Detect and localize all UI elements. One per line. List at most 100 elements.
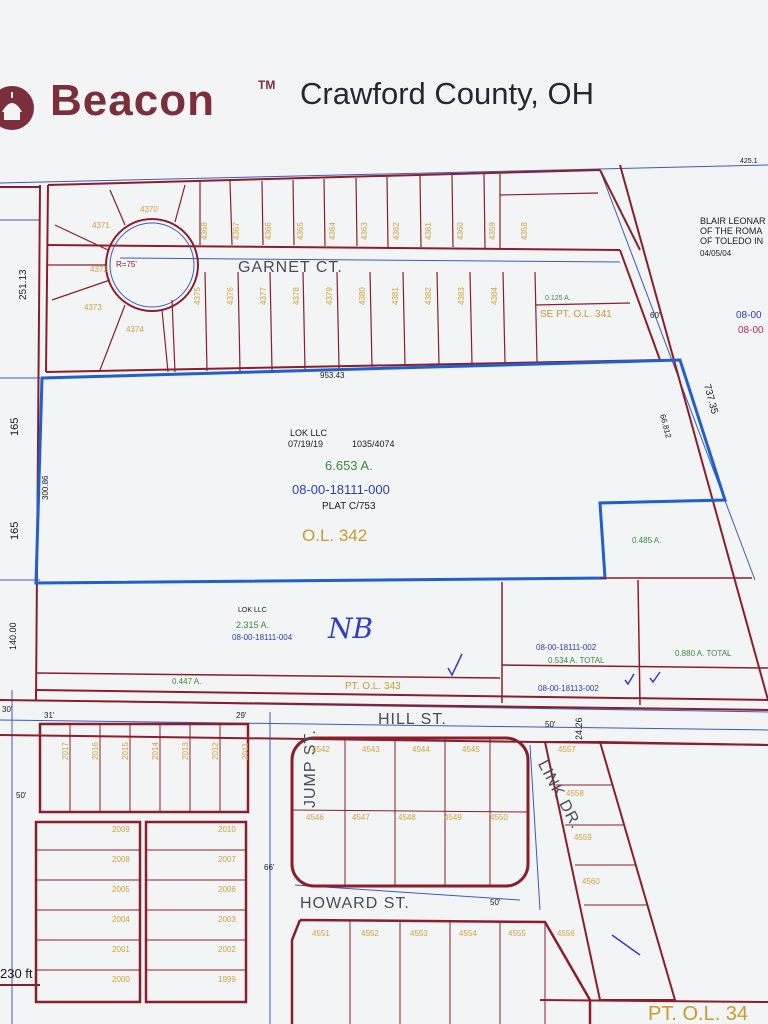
lot-number-west-a: 2000	[112, 975, 130, 984]
dim-howard-50: 50'	[490, 898, 501, 907]
south-parcel-id: 08-00-18111-004	[232, 633, 293, 642]
main-outlot: O.L. 342	[302, 526, 367, 545]
lot-number-north-bottom: 4380	[358, 287, 367, 305]
neighbor-line2: OF THE ROMA	[700, 226, 762, 236]
main-parcel-id: 08-00-18111-000	[292, 482, 390, 497]
lot-number-north-top: 4359	[488, 222, 497, 240]
lot-number-north-bottom: 4376	[226, 287, 235, 305]
main-date: 07/19/19	[288, 439, 323, 449]
lot-number-west-a: 2005	[112, 885, 130, 894]
lot-number-west-a: 2008	[112, 855, 130, 864]
east-parcel-lines	[35, 577, 768, 706]
dim-radius: R=75'	[116, 260, 137, 269]
dim-top-left-31: 31'	[44, 711, 55, 720]
lot-number-north-top: 4364	[328, 222, 337, 240]
lot-number-west-b: 2006	[218, 885, 236, 894]
se-small-acreage: 0.125 A.	[545, 295, 571, 302]
neighbor-line1: BLAIR LEONAR	[700, 216, 766, 226]
lot-number-north-top: 4358	[520, 222, 529, 240]
lot-number-north-bottom: 4375	[193, 287, 202, 305]
lot-number-north-bottom: 4377	[259, 287, 268, 305]
lot-number-ring: 4371	[92, 221, 110, 230]
east-strip-block	[543, 741, 677, 1001]
lot-number-ring: 4374	[126, 325, 144, 334]
lot-number-north-bottom: 4383	[457, 287, 466, 305]
trademark-mark: TM	[258, 78, 276, 92]
lot-number-west-b: 2010	[218, 825, 236, 834]
dim-top-left-30: 30'	[2, 705, 13, 714]
pt-ol-34-label: PT. O.L. 34	[648, 1003, 748, 1024]
lot-number-hill-block: 2014	[151, 742, 160, 760]
dim-top-right: 425.1	[740, 158, 758, 165]
lot-number-link-top: 4542	[312, 745, 330, 754]
dim-west-d: 140.00	[8, 622, 18, 650]
hill-block	[38, 722, 250, 814]
lot-number-east-strip: 4559	[574, 833, 592, 842]
dim-scale: 230 ft	[0, 966, 33, 981]
lot-number-link-bottom: 4547	[352, 813, 370, 822]
dim-west-e: 300.86	[41, 475, 50, 500]
pt-ol-343-label: PT. O.L. 343	[345, 681, 401, 692]
lot-number-link-top: 4543	[362, 745, 380, 754]
dim-west-b: 165	[9, 418, 21, 436]
lot-number-hill-block: 2017	[61, 742, 70, 760]
lot-number-hill-block: 2012	[211, 742, 220, 760]
lot-number-ring: 4373	[84, 303, 102, 312]
east-a-acreage: 0.485 A.	[632, 536, 661, 545]
dim-top-frontage: 953.43	[320, 371, 345, 380]
lot-number-howard-south: 4554	[459, 929, 477, 938]
neighbor-id1: 08-00	[736, 310, 762, 321]
lot-number-north-top: 4365	[296, 222, 305, 240]
lot-number-hill-block: 2016	[91, 742, 100, 760]
lot-number-howard-south: 4555	[508, 929, 526, 938]
lot-number-north-top: 4367	[232, 222, 241, 240]
lot-number-north-top: 4362	[392, 222, 401, 240]
south-owner: LOK LLC	[238, 607, 267, 614]
lot-number-north-top: 4363	[360, 222, 369, 240]
county-title: Crawford County, OH	[300, 76, 595, 111]
lot-number-hill-block: 2011	[241, 742, 250, 760]
dim-hill-50: 50'	[545, 720, 556, 729]
dim-jump-66: 66'	[264, 863, 275, 872]
check-marks	[447, 653, 661, 956]
lot-number-east-strip: 4557	[558, 745, 576, 754]
north-lot-lines	[199, 173, 599, 249]
lot-number-north-top: 4360	[456, 222, 465, 240]
lot-number-hill-block: 2013	[181, 742, 190, 760]
lot-number-howard-south: 4551	[312, 929, 330, 938]
handwritten-nb: NB	[327, 612, 373, 645]
lot-number-link-top: 4545	[462, 745, 480, 754]
lot-number-north-bottom: 4379	[325, 287, 334, 305]
neighbor-line3: OF TOLEDO IN	[700, 236, 763, 246]
total-a-acreage: 0.534 A. TOTAL	[548, 656, 605, 665]
lot-number-north-bottom: 4381	[391, 287, 400, 305]
main-owner: LOK LLC	[290, 428, 328, 438]
dim-east-diag: 737.35	[701, 383, 720, 416]
lot-number-west-a: 2004	[112, 915, 130, 924]
east-low-parcel-id: 08-00-18113-002	[538, 684, 599, 693]
lot-number-howard-south: 4552	[361, 929, 379, 938]
dim-hill-24: 24.26	[574, 717, 584, 740]
lot-number-ring: 4372	[90, 265, 108, 274]
main-plat: PLAT C/753	[322, 501, 376, 512]
lot-number-north-bottom: 4384	[490, 287, 499, 305]
se-pt-ol-341-label: SE PT. O.L. 341	[540, 309, 612, 320]
lot-number-ring: 4370	[140, 205, 158, 214]
howard-south-block	[290, 918, 592, 1024]
lot-number-north-top: 4368	[200, 222, 209, 240]
lot-number-west-b: 1999	[218, 975, 236, 984]
lot-number-east-strip: 4558	[566, 789, 584, 798]
lot-number-west-b: 2003	[218, 915, 236, 924]
lot-number-link-bottom: 4550	[490, 813, 508, 822]
south-acreage: 2.315 A.	[236, 620, 269, 630]
main-deed: 1035/4074	[352, 439, 395, 449]
jump-st-label: JUMP ST.	[302, 729, 319, 808]
lot-number-link-top: 4544	[412, 745, 430, 754]
lot-number-howard-south: 4553	[410, 929, 428, 938]
main-parcel-outline	[34, 358, 728, 585]
garnet-ct-label: GARNET CT.	[238, 259, 343, 276]
dim-east-diag-b: 66.812	[658, 413, 673, 439]
dim-left-50: 50'	[16, 791, 27, 800]
lot-number-north-bottom: 4382	[424, 287, 433, 305]
